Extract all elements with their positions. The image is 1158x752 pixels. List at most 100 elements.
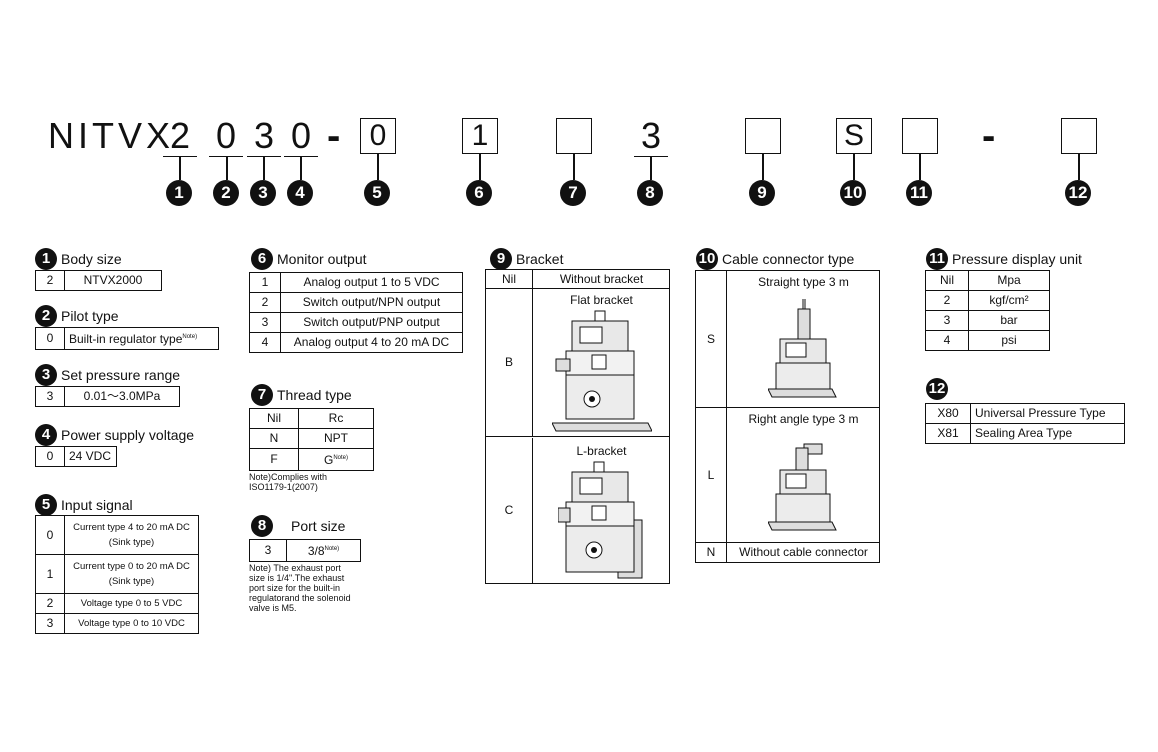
model-code-row: NITVX 2 0 3 0 - 0 1 3 S - 1 2 3 4 5 6 7 … xyxy=(0,0,1158,220)
code-dash-1: - xyxy=(327,114,341,158)
section-monitor-output-title: 6 Monitor output xyxy=(251,248,367,270)
section-thread-type-title: 7 Thread type xyxy=(251,384,352,406)
callout-3: 3 xyxy=(250,180,276,206)
table-row: 0 Current type 4 to 20 mA DC(Sink type) xyxy=(35,515,199,555)
section-title-text: Monitor output xyxy=(277,251,367,267)
port-size-note: Note) The exhaust port size is 1/4".The … xyxy=(249,563,351,613)
l-bracket-product-image xyxy=(558,461,643,579)
desc-line: (Sink type) xyxy=(108,537,155,548)
desc-cell: Built-in regulator typeNote) xyxy=(64,327,219,350)
section-title-text: Thread type xyxy=(277,387,352,403)
section-title-text: Port size xyxy=(291,518,346,534)
note-mark: Note) xyxy=(324,546,340,552)
desc-cell: Without cable connector xyxy=(739,545,868,559)
desc-cell: Switch output/PNP output xyxy=(280,312,463,333)
callout-7: 7 xyxy=(560,180,586,206)
section-title-text: Body size xyxy=(61,251,122,267)
bracket-table: Nil Without bracket B Flat bracket C L-b… xyxy=(485,269,670,584)
desc-cell: Analog output 4 to 20 mA DC xyxy=(280,332,463,353)
section-pressure-unit-title: 11 Pressure display unit xyxy=(926,248,1082,270)
code-cell: X80 xyxy=(925,403,971,424)
note-line: Note)Complies with xyxy=(249,472,328,482)
code-cell: L xyxy=(696,408,727,542)
flat-bracket-product-image xyxy=(552,310,652,432)
code-field-10: S xyxy=(836,118,872,154)
callout-12: 12 xyxy=(1065,180,1091,206)
code-cell: X81 xyxy=(925,423,971,444)
desc-cell: L-bracket xyxy=(576,444,627,458)
connector-line xyxy=(762,154,764,180)
table-row: 0 24 VDC xyxy=(35,446,117,467)
callout-9: 9 xyxy=(749,180,775,206)
code-cell: C xyxy=(486,438,533,583)
code-cell: Nil xyxy=(249,408,299,429)
section-port-size-title: 8 Port size xyxy=(251,515,345,537)
desc-cell: kgf/cm² xyxy=(968,290,1050,311)
section-number: 11 xyxy=(926,248,948,270)
code-field-6: 1 xyxy=(462,118,498,154)
callout-11: 11 xyxy=(906,180,932,206)
section-cable-connector-title: 10 Cable connector type xyxy=(696,248,854,270)
section-number: 4 xyxy=(35,424,57,446)
input-signal-table: 0 Current type 4 to 20 mA DC(Sink type) … xyxy=(35,515,199,634)
callout-4: 4 xyxy=(287,180,313,206)
table-row: B Flat bracket xyxy=(486,289,669,437)
desc-cell: Analog output 1 to 5 VDC xyxy=(280,272,463,293)
section-number: 8 xyxy=(251,515,273,537)
code-cell: N xyxy=(249,428,299,449)
code-cell: Nil xyxy=(925,270,969,291)
connector-line xyxy=(919,154,921,180)
callout-10: 10 xyxy=(840,180,866,206)
code-field-8: 3 xyxy=(634,112,668,157)
code-cell: 2 xyxy=(35,593,65,614)
section-bracket-title: 9 Bracket xyxy=(490,248,563,270)
pilot-type-table: 0 Built-in regulator typeNote) xyxy=(35,327,219,350)
desc-cell: GNote) xyxy=(298,448,374,471)
desc-cell: Switch output/NPN output xyxy=(280,292,463,313)
connector-line xyxy=(573,154,575,180)
connector-line xyxy=(377,154,379,180)
connector-line xyxy=(179,156,181,180)
code-cell: 3 xyxy=(35,386,65,407)
desc-cell: psi xyxy=(968,330,1050,351)
callout-2: 2 xyxy=(213,180,239,206)
desc-cell: Current type 4 to 20 mA DC(Sink type) xyxy=(64,515,199,555)
section-title-text: Input signal xyxy=(61,497,133,513)
table-row: Nil Without bracket xyxy=(486,270,669,289)
desc-line: (Sink type) xyxy=(108,576,155,587)
code-field-7 xyxy=(556,118,592,154)
cable-connector-table: S Straight type 3 m L Right angle type 3… xyxy=(695,270,880,563)
desc-cell: Rc xyxy=(298,408,374,429)
section-title-text: Set pressure range xyxy=(61,367,181,383)
desc-cell: Flat bracket xyxy=(570,293,633,307)
code-cell: 3 xyxy=(925,310,969,331)
code-cell: B xyxy=(486,289,533,436)
desc-cell: Universal Pressure Type xyxy=(970,403,1125,424)
section-number: 9 xyxy=(490,248,512,270)
code-cell: 1 xyxy=(35,554,65,594)
desc-text: G xyxy=(323,453,334,467)
power-supply-table: 0 24 VDC xyxy=(35,446,117,467)
code-cell: 3 xyxy=(249,539,287,562)
connector-line xyxy=(300,156,302,180)
section-set-pressure-title: 3 Set pressure range xyxy=(35,364,180,386)
connector-line xyxy=(650,156,652,180)
code-cell: Nil xyxy=(486,270,533,288)
desc-cell: 3/8Note) xyxy=(286,539,361,562)
note-mark: Note) xyxy=(182,334,198,340)
table-row: 3 Voltage type 0 to 10 VDC xyxy=(35,613,199,634)
section-number: 7 xyxy=(251,384,273,406)
table-row: 3 0.01～3.0MPa xyxy=(35,386,180,407)
thread-type-note: Note)Complies with ISO1179-1(2007) xyxy=(249,472,327,492)
section-title-text: Power supply voltage xyxy=(61,427,195,443)
